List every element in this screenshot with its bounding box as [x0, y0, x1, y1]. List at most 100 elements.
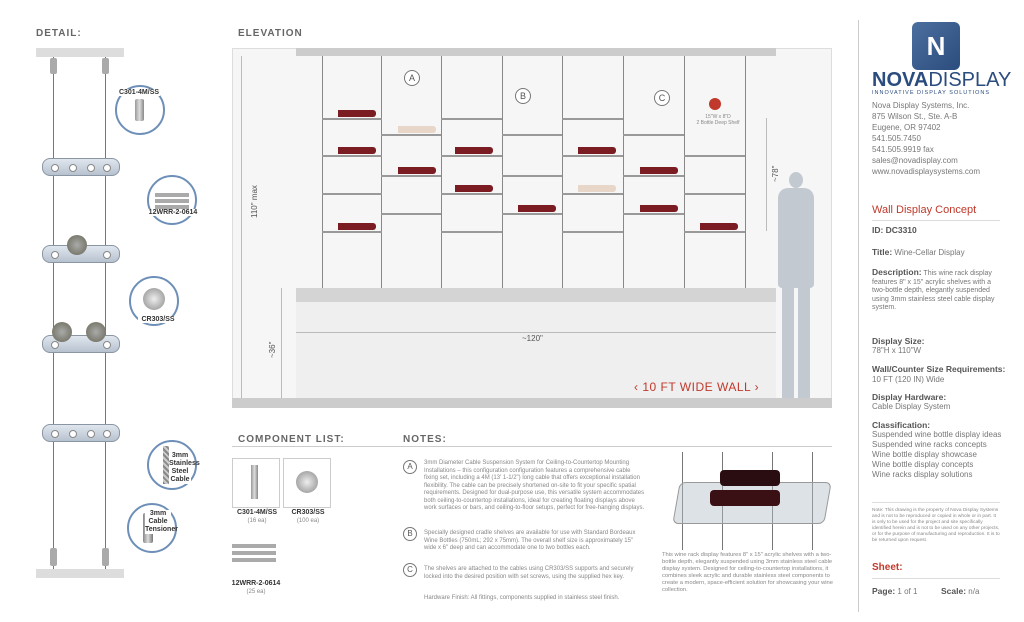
scale-row: Scale: n/a [941, 586, 980, 596]
elevation-shelf [502, 134, 562, 136]
hardware-value: Cable Display System [872, 402, 951, 411]
notes-header: NOTES: [403, 434, 447, 445]
dim-line-36 [281, 288, 282, 398]
company-email[interactable]: sales@novadisplay.com [872, 156, 958, 165]
wine-bottle [518, 205, 556, 212]
sheet-divider [872, 578, 1000, 579]
arrow-left-icon: ‹ [634, 380, 643, 394]
detail-ceiling-plate [36, 48, 124, 57]
wine-bottle [455, 185, 493, 192]
concept-title: Wall Display Concept [872, 204, 977, 216]
person-torso [778, 188, 814, 288]
elevation-shelf [684, 231, 745, 233]
elevation-shelf [502, 175, 562, 177]
wine-bottle [338, 110, 376, 117]
component-c301-name: C301-4M/SS [236, 509, 278, 516]
elevation-shelf [562, 155, 623, 157]
wine-bottle [640, 205, 678, 212]
wine-bottle [338, 147, 376, 154]
wine-bottle [398, 126, 436, 133]
elevation-shelf [562, 231, 623, 233]
elevation-shelf [562, 118, 623, 120]
detail-cable-left [53, 57, 54, 569]
dim-line-110 [241, 56, 242, 398]
wine-bottle [578, 147, 616, 154]
classification-label: Classification: [872, 420, 931, 430]
company-logo: NOVADISPLAY [872, 69, 1012, 91]
elevation-shelf [684, 193, 745, 195]
wall-size-label: Wall/Counter Size Requirements: [872, 364, 1006, 374]
photo-caption: This wine rack display features 8" x 15"… [662, 552, 833, 593]
page-row: Page: 1 of 1 [872, 586, 918, 596]
note-c-letter: C [403, 563, 417, 577]
display-size-value: 78"H x 110"W [872, 346, 922, 355]
arrow-right-icon: › [750, 380, 760, 394]
elevation-cable [322, 56, 323, 288]
elevation-shelf [623, 175, 684, 177]
elevation-shelf [322, 193, 382, 195]
classification-item: Wine racks display solutions [872, 470, 973, 479]
component-cr303-name: CR303/SS [291, 509, 325, 516]
callout-b: B [515, 88, 531, 104]
wine-bottle [700, 223, 738, 230]
detail-tensioner-right [102, 548, 109, 566]
elevation-shelf [381, 134, 441, 136]
elevation-floor [232, 398, 832, 408]
component-c301-qty: (16 ea) [247, 518, 267, 524]
detail-header: DETAIL: [36, 28, 82, 39]
person-head [789, 172, 803, 188]
wine-bottle [338, 223, 376, 230]
callout-c: C [654, 90, 670, 106]
hardware-finish: Hardware Finish: All fittings, component… [424, 595, 620, 601]
disclaimer-divider [872, 502, 1000, 503]
elevation-cable [502, 56, 503, 288]
elevation-cable [745, 56, 746, 288]
company-fax: 541.505.9919 fax [872, 145, 934, 154]
elevation-cable [623, 56, 624, 288]
detail-wrr-circle [147, 175, 197, 225]
shelf-tag-size: 15"W x 8"D [705, 114, 731, 120]
elevation-header: ELEVATION [238, 28, 303, 39]
elevation-shelf [441, 231, 502, 233]
hardware-label: Display Hardware: [872, 392, 947, 402]
elevation-cable [441, 56, 442, 288]
detail-tensioner-label: 3mm Cable Tensioner [145, 510, 178, 534]
elevation-shelf [322, 231, 382, 233]
company-name: Nova Display Systems, Inc. [872, 101, 970, 110]
elevation-shelf [441, 193, 502, 195]
detail-shelf-4 [42, 424, 120, 442]
id-row: ID: DC3310 [872, 225, 917, 235]
elevation-cable [562, 56, 563, 288]
company-phone: 541.505.7450 [872, 134, 921, 143]
detail-shelf-1 [42, 158, 120, 176]
detail-bottle-end [52, 322, 72, 342]
elevation-shelf [381, 213, 441, 215]
detail-c301-label: C301-4M/SS [118, 89, 160, 96]
elevation-shelf [441, 155, 502, 157]
wine-bottle [398, 167, 436, 174]
component-cr303-image [283, 458, 331, 508]
note-a-text: 3mm Diameter Cable Suspension System for… [424, 460, 645, 511]
elevation-ceiling-bar [296, 48, 776, 56]
elevation-counter-body [296, 302, 776, 408]
elevation-cable [684, 56, 685, 288]
note-c-text: The shelves are attached to the cables u… [424, 566, 634, 580]
dim-110-label: 110" max [250, 185, 259, 218]
company-website[interactable]: www.novadisplaysystems.com [872, 167, 981, 176]
elevation-shelf [322, 118, 382, 120]
component-wrr-name: 12WRR-2-0614 [231, 580, 281, 587]
product-photo [662, 452, 834, 550]
wall-size-value: 10 FT (120 IN) Wide [872, 375, 945, 384]
component-cr303-qty: (100 ea) [296, 518, 320, 524]
detail-cable-right [105, 57, 106, 569]
elevation-shelf [623, 134, 684, 136]
classification-item: Suspended wine racks concepts [872, 440, 987, 449]
elevation-shelf [322, 155, 382, 157]
dim-36-label: ~36" [268, 341, 277, 358]
detail-tensioner-left [50, 548, 57, 566]
elevation-shelf [502, 213, 562, 215]
display-size-label: Display Size: [872, 336, 925, 346]
elevation-shelf [562, 193, 623, 195]
classification-item: Wine bottle display showcase [872, 450, 977, 459]
detail-fitting-left [50, 58, 57, 74]
